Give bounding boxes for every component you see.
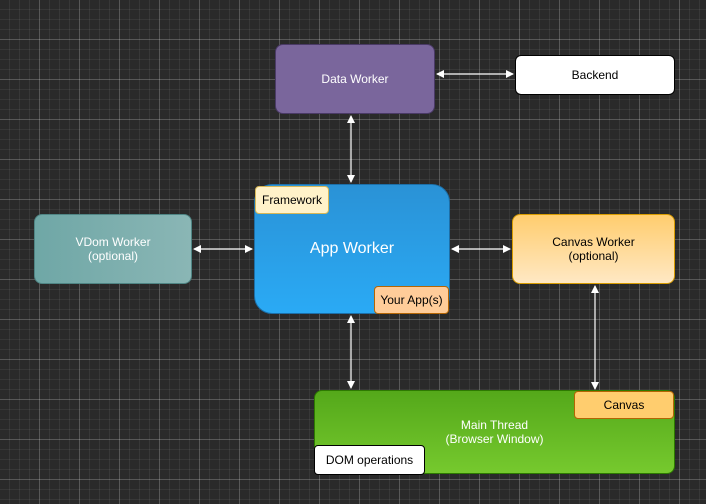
backend-node[interactable]: Backend — [515, 55, 675, 95]
canvas-label: Canvas — [603, 398, 645, 412]
dom-operations-node[interactable]: DOM operations — [314, 445, 425, 475]
vdom-worker-node[interactable]: VDom Worker (optional) — [34, 214, 192, 284]
canvas-worker-node[interactable]: Canvas Worker (optional) — [512, 214, 675, 284]
vdom-worker-label: VDom Worker (optional) — [75, 235, 151, 263]
your-apps-label: Your App(s) — [380, 293, 443, 307]
framework-label: Framework — [261, 193, 322, 207]
data-worker-label: Data Worker — [321, 72, 389, 86]
your-apps-node[interactable]: Your App(s) — [374, 286, 449, 314]
canvas-node[interactable]: Canvas — [574, 391, 674, 419]
data-worker-node[interactable]: Data Worker — [275, 44, 435, 114]
framework-node[interactable]: Framework — [255, 186, 329, 214]
dom-operations-label: DOM operations — [325, 453, 414, 467]
main-thread-label: Main Thread (Browser Window) — [445, 418, 544, 446]
backend-label: Backend — [571, 68, 619, 82]
app-worker-label: App Worker — [309, 240, 395, 257]
canvas-worker-label: Canvas Worker (optional) — [552, 235, 635, 263]
